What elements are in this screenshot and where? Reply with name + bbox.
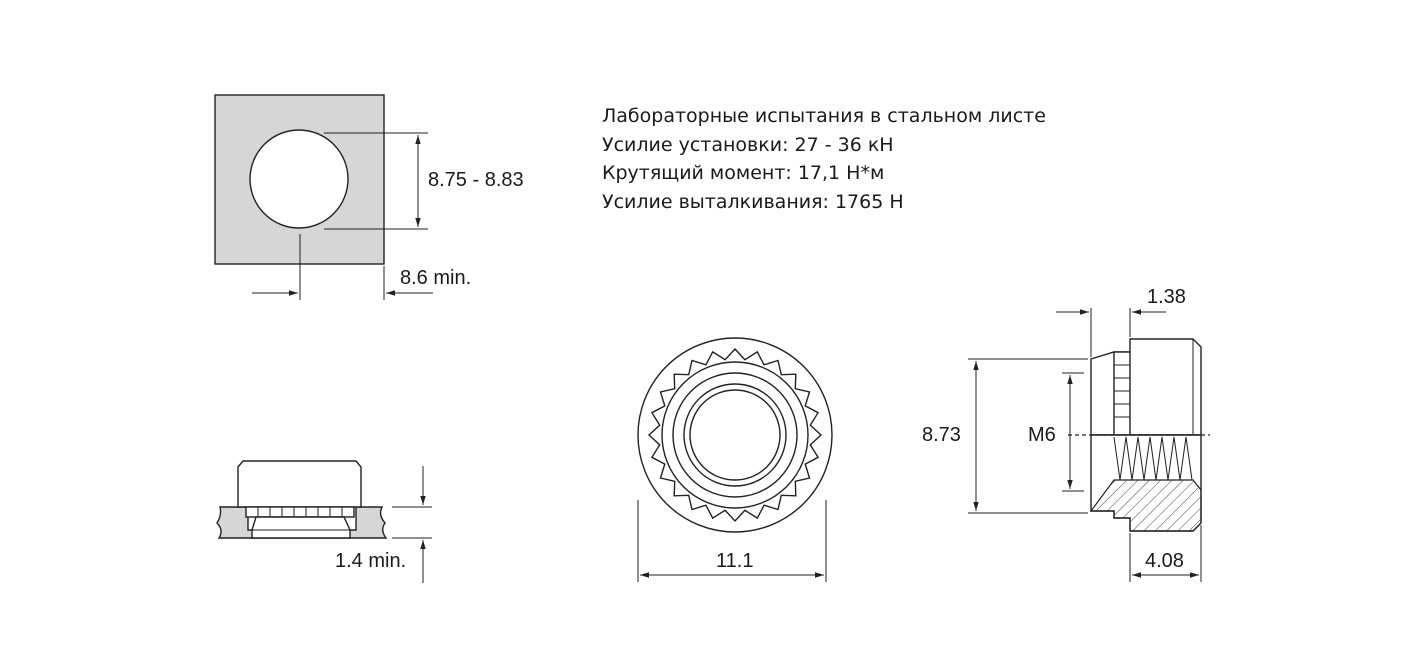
mounting-hole [249,129,349,229]
outer-diameter-label: 11.1 [716,550,753,572]
head-width-label: 4.08 [1145,550,1184,572]
notes-line-2: Усилие установки: 27 - 36 кН [602,133,894,156]
notes-line-1: Лабораторные испытания в стальном листе [602,105,1046,127]
hole-diameter-label: 8.75 - 8.83 [428,169,524,191]
test-notes: Лабораторные испытания в стальном листе … [602,102,1046,216]
installed-nut-view: 1.4 min. [216,460,432,583]
sheet-hole-view: 8.75 - 8.83 8.6 min. [214,94,524,300]
notes-line-4: Усилие выталкивания: 1765 Н [602,190,904,213]
edge-distance-label: 8.6 min. [400,267,471,289]
notes-line-3: Крутящий момент: 17,1 Н*м [602,162,885,184]
thread-label: M6 [1028,424,1056,446]
nut-top-view: 11.1 [637,337,833,582]
sheet-thickness-label: 1.4 min. [335,550,406,572]
nut-head [237,460,362,508]
height-label: 8.73 [922,424,961,446]
nut-section-view: 8.73 M6 1.38 4.08 [922,286,1210,582]
hatched-section [1089,479,1202,532]
shank-length-label: 1.38 [1147,286,1186,308]
